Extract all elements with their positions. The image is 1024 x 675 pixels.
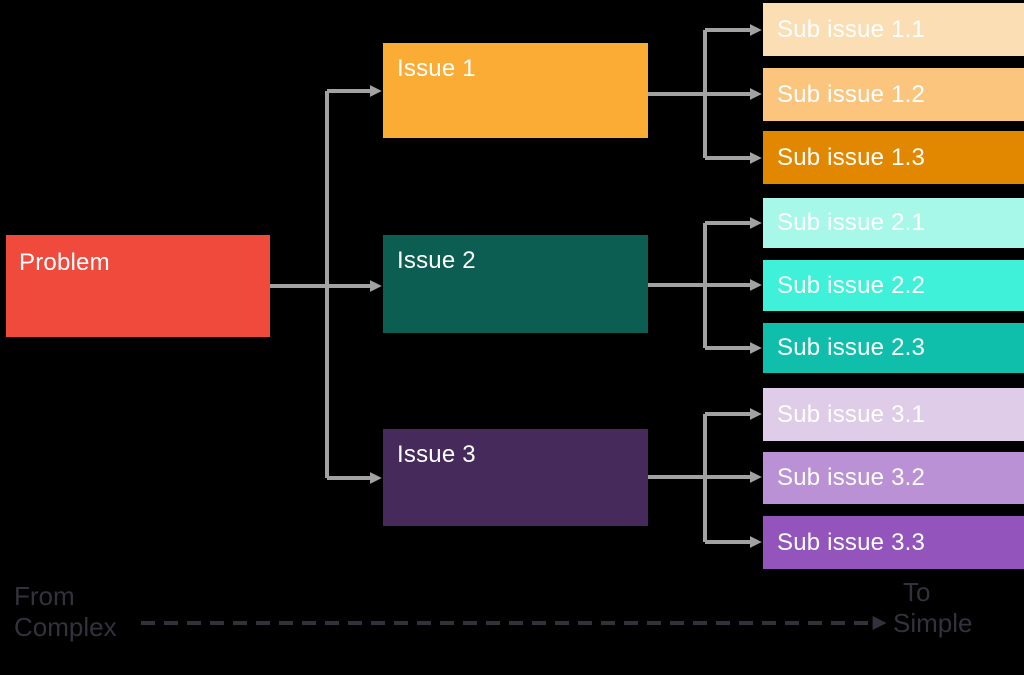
sub-issue-2-3-box: Sub issue 2.3 (763, 323, 1024, 373)
sub-issue-3-1-box: Sub issue 3.1 (763, 388, 1024, 441)
problem-box: Problem (6, 235, 270, 337)
axis-complex-word: Complex (14, 612, 117, 642)
issue-1-box: Issue 1 (383, 43, 648, 138)
sub-issue-1-2-label: Sub issue 1.2 (777, 80, 926, 108)
sub-issue-3-3-label: Sub issue 3.3 (777, 528, 926, 556)
sub-issue-2-2-box: Sub issue 2.2 (763, 260, 1024, 311)
axis-from-complex-label: From Complex (14, 581, 117, 643)
issue-2-box: Issue 2 (383, 235, 648, 333)
tree-level-2-connectors-group3 (648, 408, 762, 548)
sub-issue-3-3-box: Sub issue 3.3 (763, 516, 1024, 569)
sub-issue-3-1-label: Sub issue 3.1 (777, 400, 926, 428)
tree-level-1-connectors (270, 85, 382, 484)
problem-label: Problem (19, 249, 110, 276)
sub-issue-3-2-box: Sub issue 3.2 (763, 452, 1024, 504)
sub-issue-1-3-label: Sub issue 1.3 (777, 143, 926, 171)
sub-issue-1-1-box: Sub issue 1.1 (763, 3, 1024, 56)
sub-issue-1-2-box: Sub issue 1.2 (763, 68, 1024, 121)
sub-issue-1-1-label: Sub issue 1.1 (777, 15, 926, 43)
issue-2-label: Issue 2 (397, 247, 476, 274)
axis-to-word: To (903, 577, 931, 607)
issue-3-box: Issue 3 (383, 429, 648, 526)
sub-issue-3-2-label: Sub issue 3.2 (777, 464, 926, 491)
axis-to-simple-label: To Simple (893, 577, 972, 639)
issue-1-label: Issue 1 (397, 55, 476, 82)
sub-issue-2-1-label: Sub issue 2.1 (777, 209, 926, 236)
tree-level-2-connectors-group1 (648, 24, 762, 164)
tree-level-2-connectors-group2 (648, 217, 762, 354)
sub-issue-2-3-label: Sub issue 2.3 (777, 334, 926, 361)
sub-issue-2-2-label: Sub issue 2.2 (777, 271, 926, 299)
issue-3-label: Issue 3 (397, 441, 476, 468)
axis-simple-word: Simple (893, 608, 973, 638)
sub-issue-2-1-box: Sub issue 2.1 (763, 198, 1024, 248)
sub-issue-1-3-box: Sub issue 1.3 (763, 131, 1024, 184)
axis-from-word: From (14, 581, 75, 611)
